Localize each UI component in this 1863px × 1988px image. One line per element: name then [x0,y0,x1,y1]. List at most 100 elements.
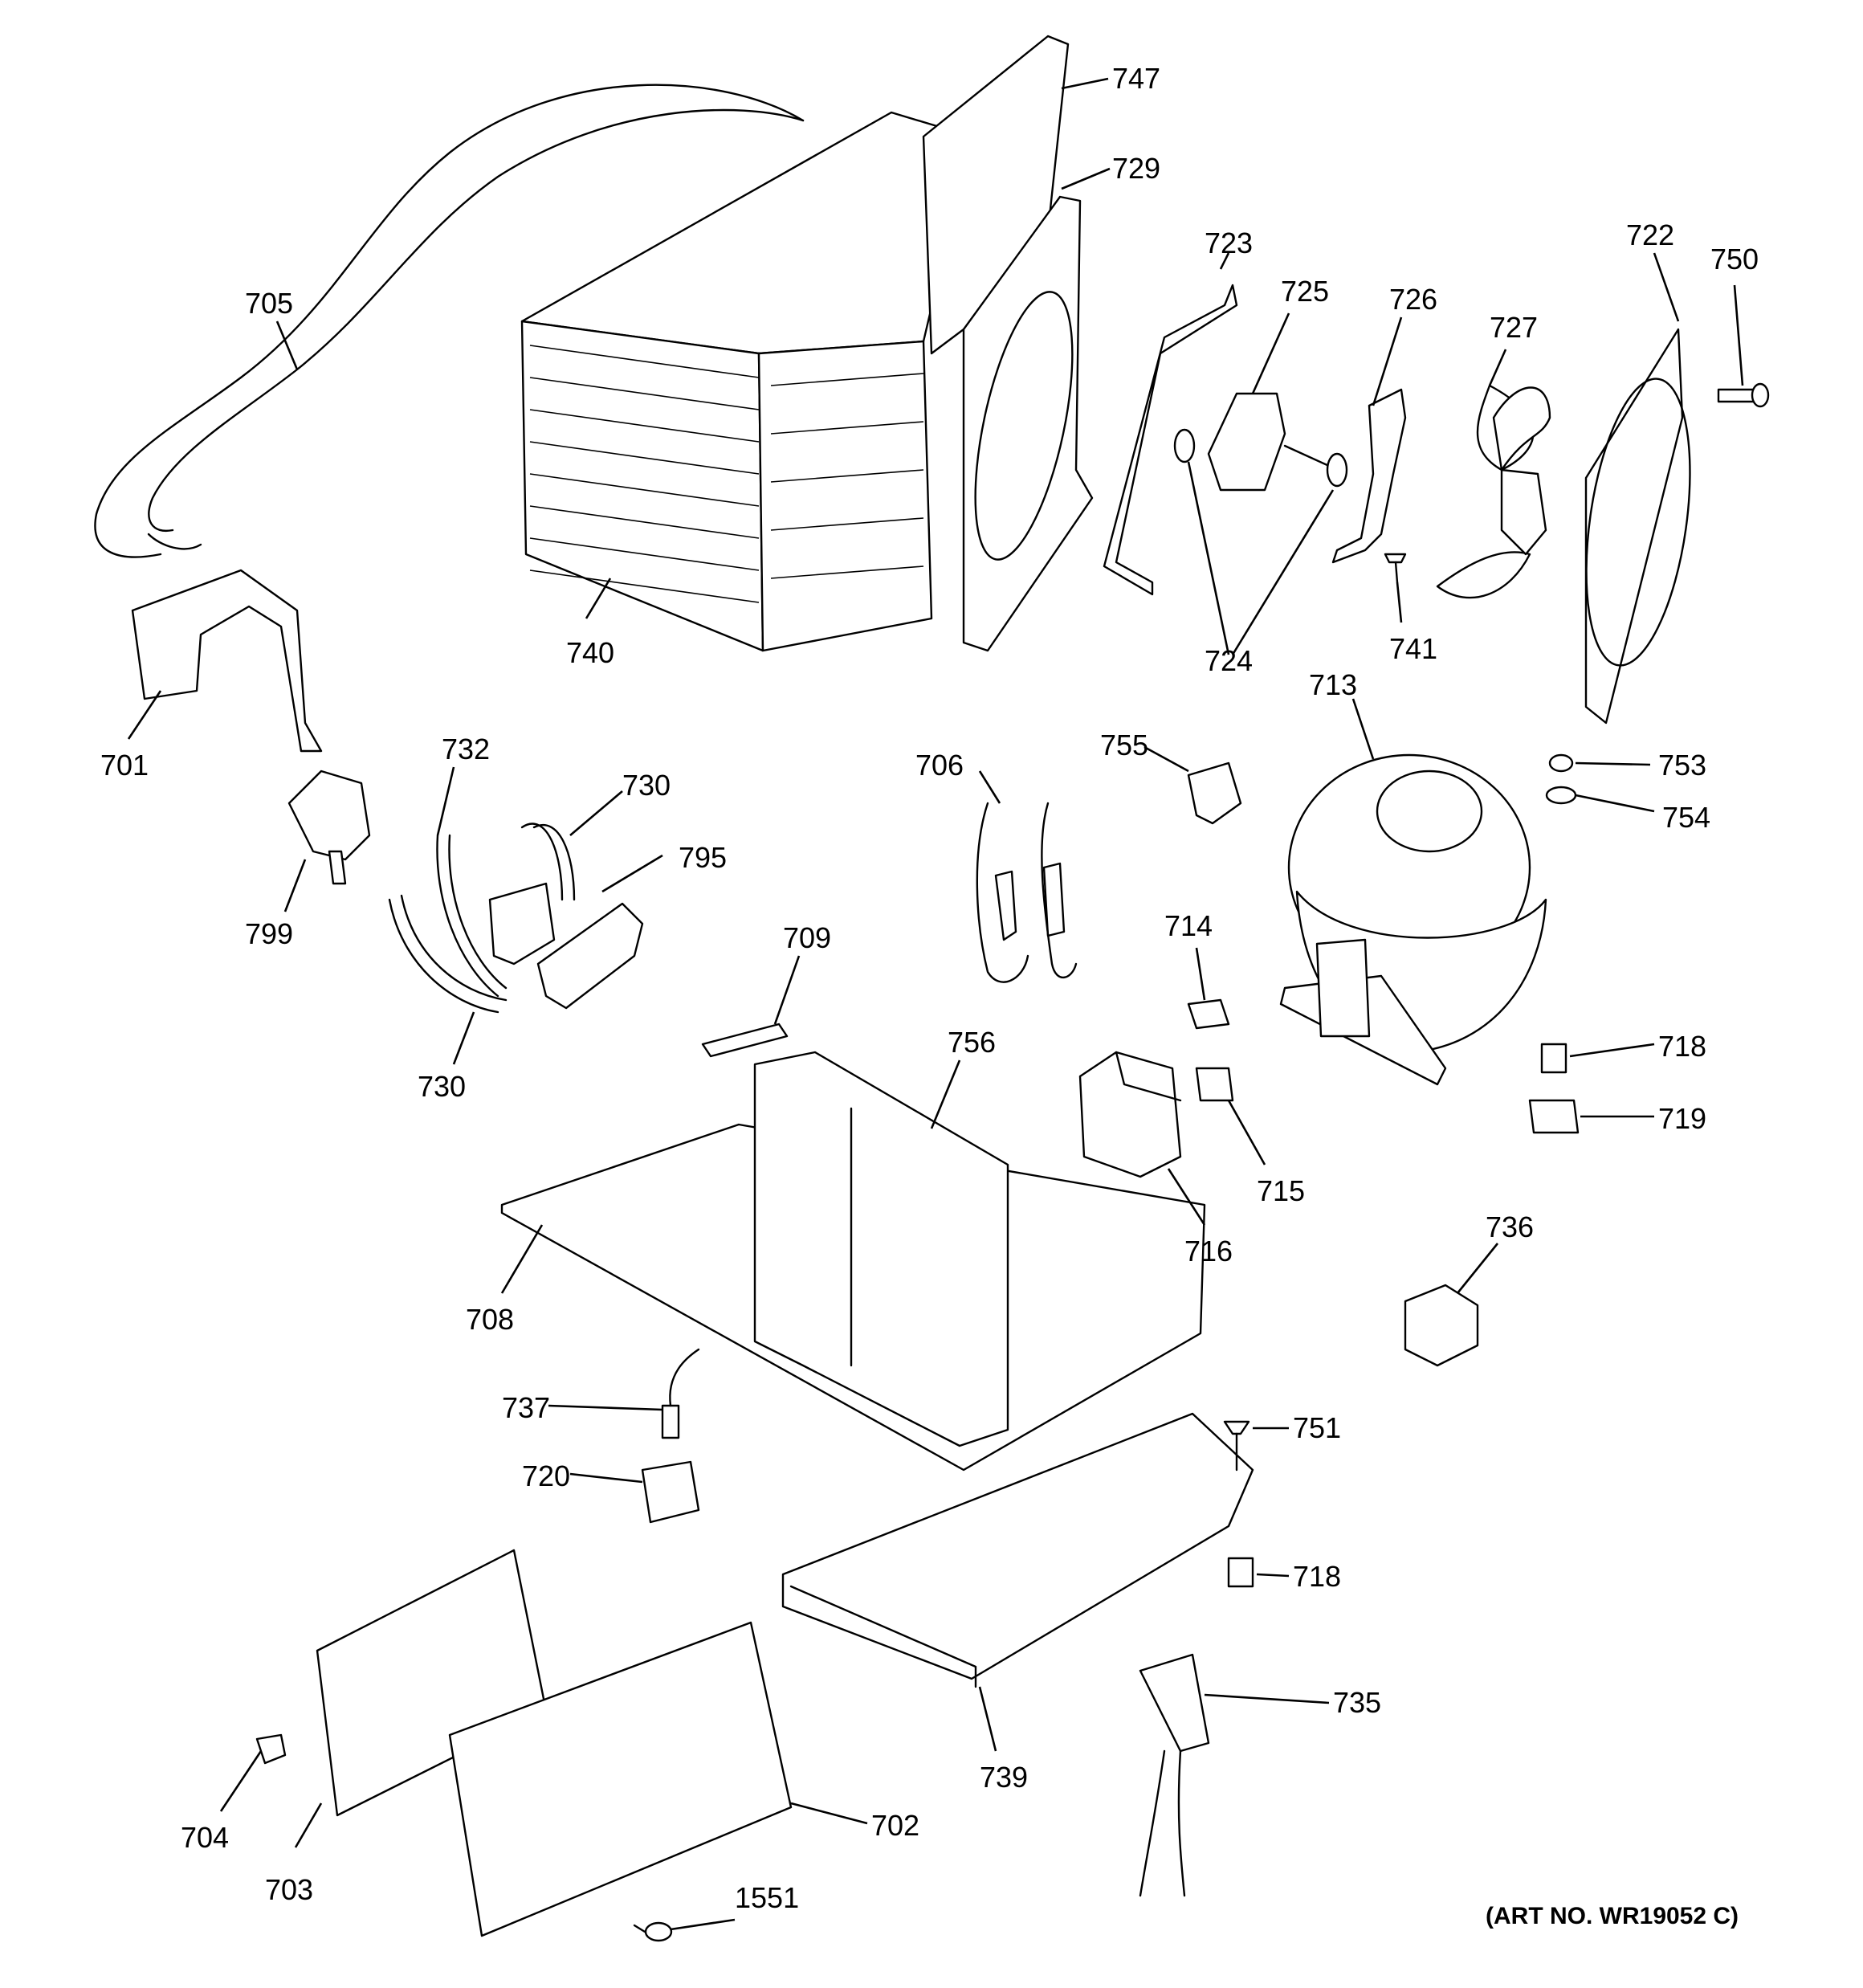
leader-703 [294,1802,323,1848]
leader-739 [978,1686,997,1752]
callout-719: 719 [1658,1102,1706,1135]
callout-730-lower: 730 [418,1070,466,1103]
leader-718b [1256,1573,1290,1578]
leader-705 [275,320,299,370]
leader-753 [1575,761,1651,766]
callout-799: 799 [245,917,293,950]
callout-730-upper: 730 [622,769,671,802]
leader-795 [601,854,663,893]
partition-756 [753,1051,1009,1447]
clip-755 [1187,761,1242,825]
water-valve-799 [287,769,371,885]
leader-741 [1396,582,1403,623]
callout-754: 754 [1662,801,1710,834]
callout-720: 720 [522,1459,570,1492]
callout-724: 724 [1205,644,1253,677]
callout-716: 716 [1184,1235,1233,1268]
screw-750 [1717,382,1770,408]
callout-729: 729 [1112,152,1160,185]
screw-1551 [633,1921,673,1942]
washer-754 [1545,786,1577,805]
fan-motor-725 [1207,392,1331,492]
callout-739: 739 [980,1761,1028,1794]
callout-722: 722 [1626,218,1674,251]
callout-727: 727 [1490,311,1538,344]
leader-722 [1653,252,1680,322]
leader-732 [436,766,455,836]
insulation-709 [701,1023,789,1058]
nut-753 [1548,753,1574,773]
callout-751: 751 [1293,1411,1341,1444]
condenser-fins [529,345,924,603]
leader-735 [1204,1693,1330,1704]
leader-716 [1167,1168,1206,1226]
callout-706: 706 [915,749,964,782]
bracket-701 [131,569,323,753]
callout-753: 753 [1658,749,1706,782]
leader-737 [548,1404,663,1411]
capacitor-720 [641,1460,700,1524]
leader-725 [1251,312,1290,394]
capacitor-cover-716 [1078,1051,1182,1178]
fan-shroud-722 [1584,328,1691,725]
dryer-706 [976,802,1078,983]
leader-727 [1488,349,1507,386]
overload-714 [1187,998,1230,1030]
fan-bracket-726 [1331,388,1407,564]
callout-1551: 1551 [735,1881,799,1914]
leader-754 [1575,794,1655,813]
callout-750: 750 [1710,243,1759,276]
callout-795: 795 [679,841,727,874]
callout-718-lower: 718 [1293,1560,1341,1593]
leader-713 [1351,698,1375,760]
leader-724a [1187,461,1230,655]
callout-726: 726 [1389,283,1437,316]
compressor-713 [1279,753,1547,1086]
callout-708: 708 [466,1303,514,1336]
leader-723 [1219,252,1230,270]
callout-705: 705 [245,287,293,320]
callout-736: 736 [1486,1210,1534,1243]
drain-hose-705 [94,84,805,558]
clip-704 [255,1733,287,1765]
callout-725: 725 [1281,275,1329,308]
callout-718-upper: 718 [1658,1030,1706,1063]
clip-737 [661,1348,700,1439]
callout-702: 702 [871,1809,919,1842]
callout-723: 723 [1205,227,1253,259]
board-cover-702 [448,1621,793,1937]
leader-715 [1227,1100,1266,1165]
mounting-rails-739 [781,1412,1254,1688]
leader-747 [1061,77,1109,90]
leader-709 [773,955,801,1025]
relay-715 [1195,1067,1234,1102]
callout-709: 709 [783,921,831,954]
callout-703: 703 [265,1873,313,1906]
callout-740: 740 [566,636,614,669]
callout-704: 704 [181,1821,229,1854]
callout-756: 756 [948,1026,996,1059]
power-switch-736 [1404,1284,1479,1367]
callout-701: 701 [100,749,149,782]
leader-704 [219,1750,263,1812]
bolt-751 [1223,1420,1250,1472]
leader-736 [1456,1243,1499,1294]
fan-blade-727 [1436,384,1551,599]
leader-750 [1733,284,1744,386]
leader-799 [283,859,307,912]
leader-730a [569,790,623,836]
callout-714: 714 [1164,909,1213,942]
callout-732: 732 [442,733,490,765]
leader-726 [1372,316,1403,406]
callout-755: 755 [1100,729,1148,761]
leader-701 [127,690,162,740]
leader-1551 [670,1918,736,1931]
leader-714 [1195,947,1206,1001]
leader-756 [930,1059,961,1129]
fan-bracket-723 [1103,284,1238,596]
callout-747: 747 [1112,62,1160,95]
leader-lines [127,77,1744,1931]
tubing-and-valve-730-732-795 [388,823,644,1014]
grommet-719 [1528,1099,1580,1134]
